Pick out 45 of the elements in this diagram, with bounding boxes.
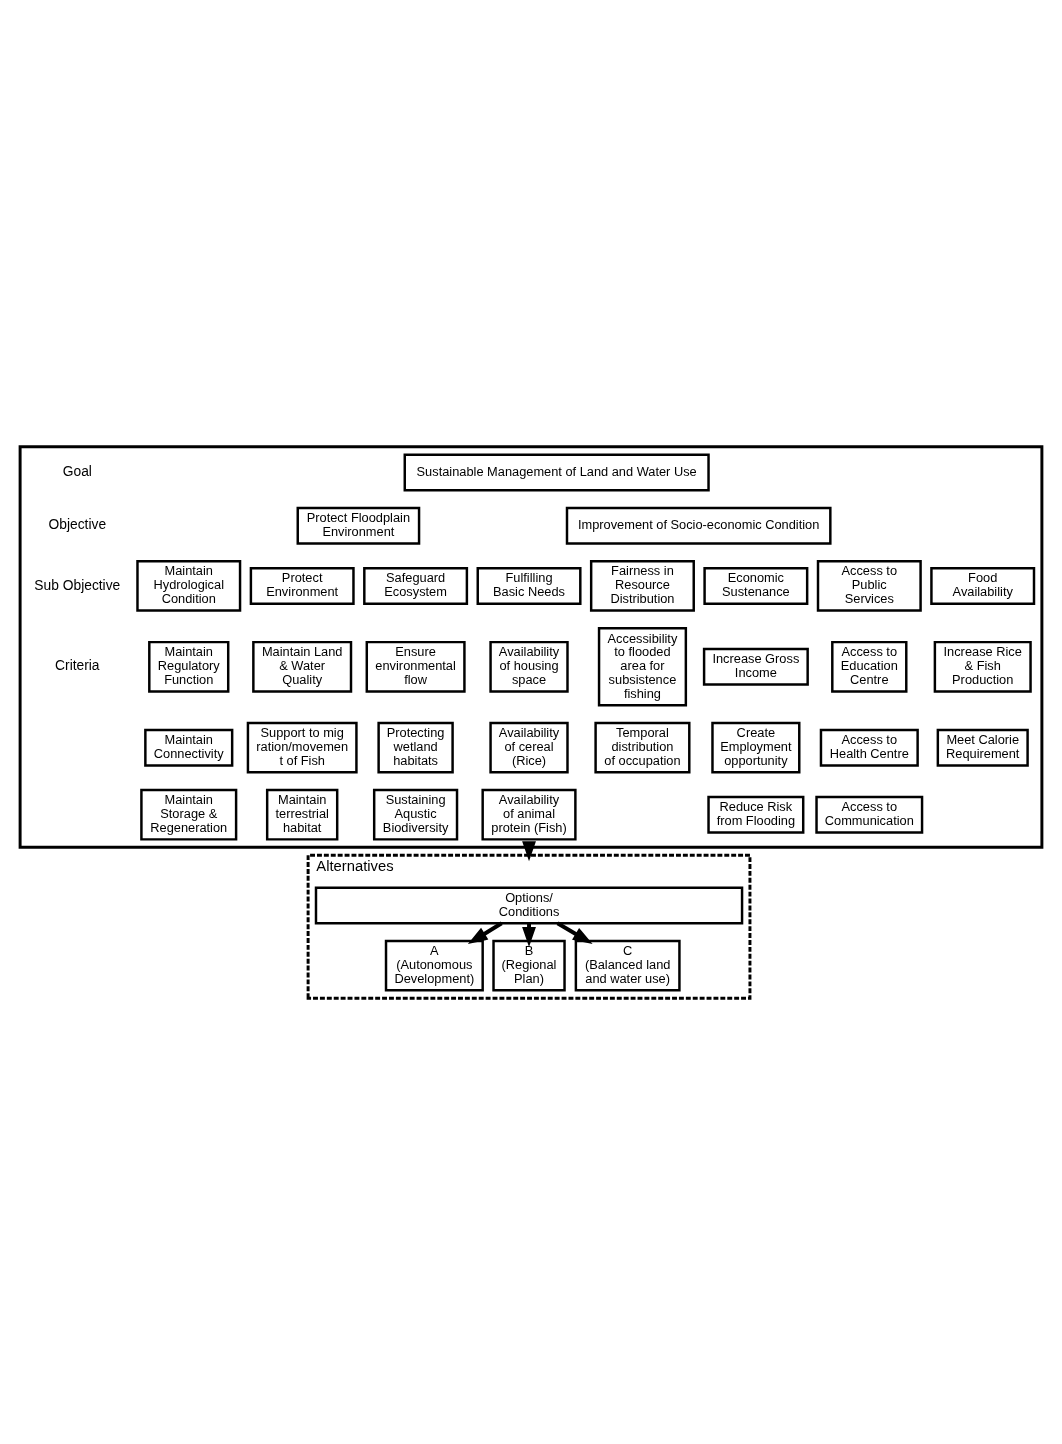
node-box: Access to Communication (815, 795, 924, 834)
label: Criteria (55, 657, 100, 673)
cluster (18, 444, 1044, 849)
node-box: Maintain Connectivity (144, 728, 234, 767)
node-box: Economic Sustenance (703, 566, 809, 605)
label: Goal (62, 463, 92, 479)
node-box: Meet Calorie Requirement (936, 728, 1029, 767)
node-box: Maintain Hydrological Condition (136, 559, 242, 612)
node-box: Maintain Storage & Regeneration (140, 788, 238, 841)
node-box: Fulfilling Basic Needs (476, 566, 582, 605)
node-box: Options/ Conditions (314, 885, 744, 924)
node-box: Maintain Land & Water Quality (252, 640, 353, 693)
arrow (556, 921, 593, 944)
label: Sub Objective (34, 577, 121, 593)
node-box: Maintain Regulatory Function (148, 640, 230, 693)
node-box: C (Balanced land and water use) (574, 939, 681, 991)
node-box: Accessibility to flooded area for subsistence fishing (597, 626, 688, 706)
label: Objective (48, 516, 107, 532)
arrow (467, 921, 503, 944)
node-box: Temporal distribution of occupation (594, 721, 691, 774)
node-box: B (Regional Plan) (492, 939, 566, 991)
node-box: Availability of animal protein (Fish) (481, 788, 577, 841)
node-box: Create Employment opportunity (711, 721, 801, 774)
node-box: Availability of cereal (Rice) (489, 721, 569, 774)
node-box: A (Autonomous Development) (384, 939, 484, 991)
node-box: Access to Education Centre (831, 640, 908, 693)
arrow (522, 840, 536, 861)
node-box: Food Availability (930, 566, 1036, 605)
node-box: Increase Rice & Fish Production (933, 640, 1032, 693)
node-box: Availability of housing space (489, 640, 569, 693)
node-box: Access to Health Centre (819, 728, 919, 767)
node-box: Protect Floodplain Environment (296, 506, 421, 545)
node-box: Ensure environmental flow (365, 640, 466, 693)
node-box: Improvement of Socio-economic Condition (565, 506, 832, 545)
node-box: Sustaining Aqustic Biodiversity (372, 788, 459, 841)
node-box: Support to migration/movement of Fish (246, 721, 358, 774)
node-box: Maintain terrestrial habitat (265, 788, 339, 841)
node-box: Protecting wetland habitats (377, 721, 454, 774)
node-box: Protect Environment (249, 566, 355, 605)
node-box: Fairness in Resource Distribution (589, 559, 695, 612)
node-box: Reduce Risk from Flooding (707, 795, 805, 834)
node-box: Safeguard Ecosystem (363, 566, 469, 605)
node-box: Access to Public Services (816, 559, 922, 612)
node-box: Sustainable Management of Land and Water Use (403, 453, 710, 491)
node-box: Increase Gross Income (702, 647, 809, 686)
